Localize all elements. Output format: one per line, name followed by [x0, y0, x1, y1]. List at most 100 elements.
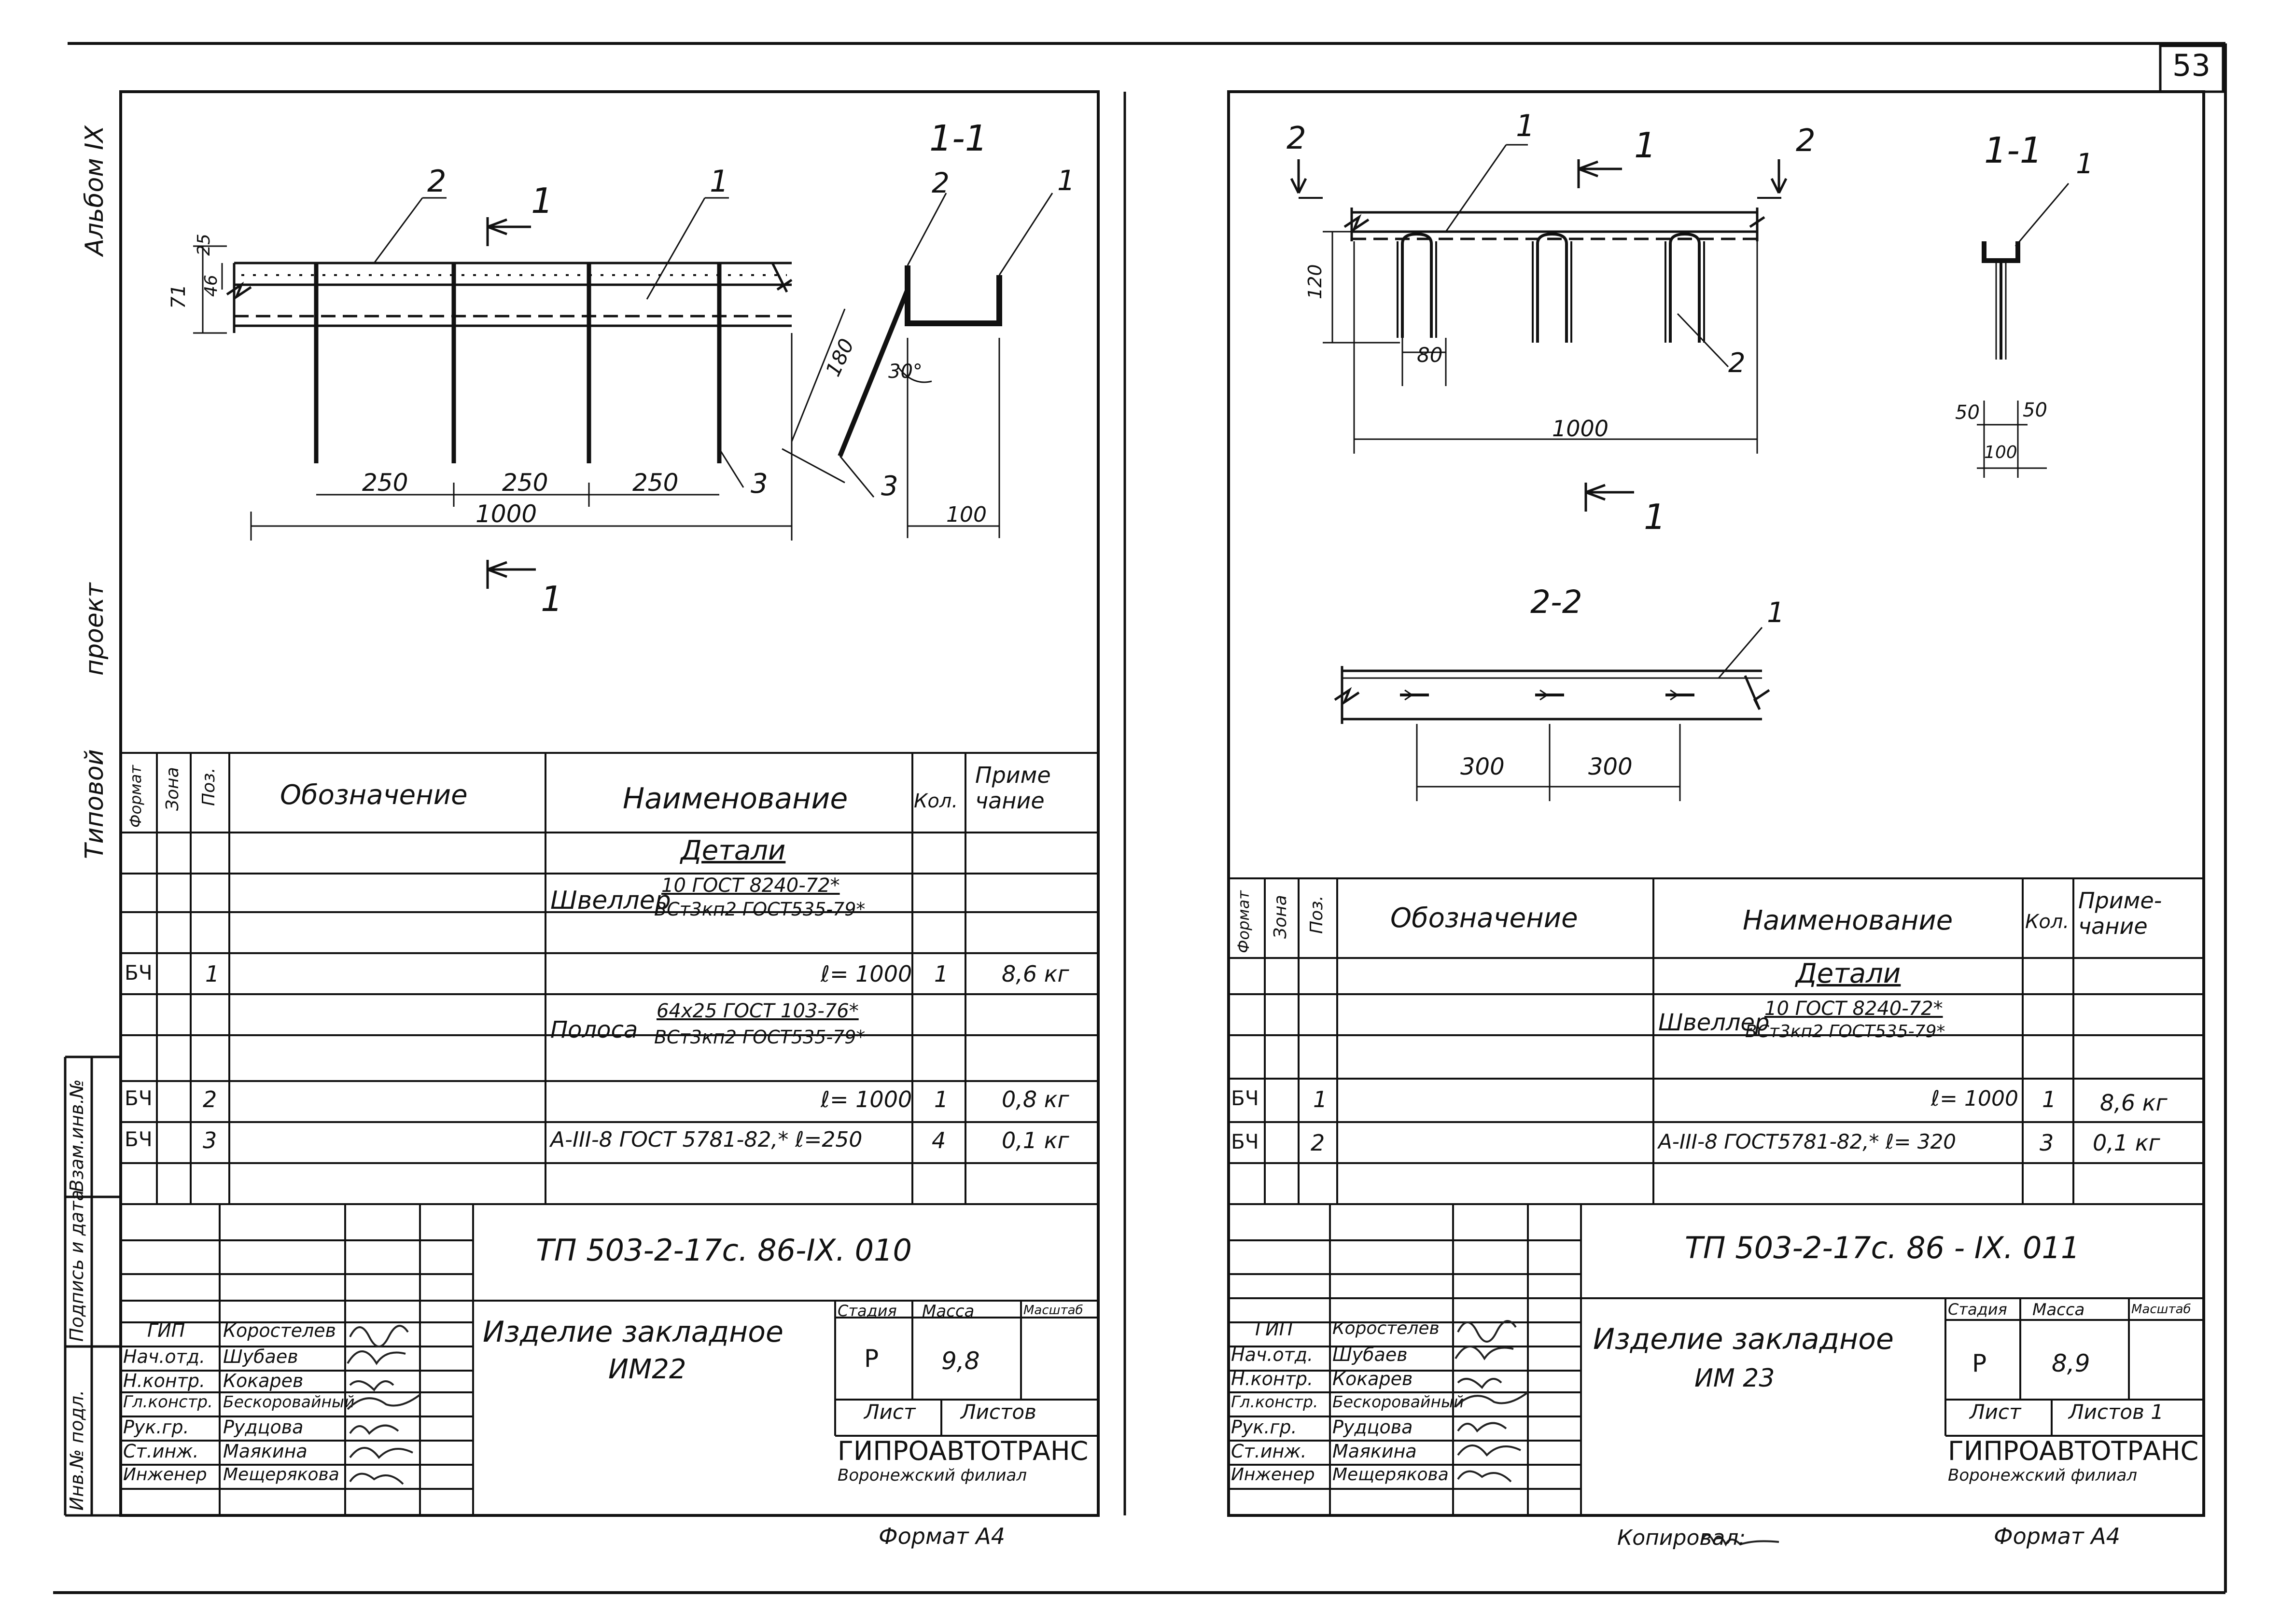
- left-row2-note: 0,8 кг: [1002, 1086, 1069, 1112]
- right-stamp-mass-hdr: Масса: [2032, 1300, 2085, 1319]
- left-row2-name: ℓ= 1000: [821, 1086, 912, 1112]
- left-stamp-mass: 9,8: [941, 1347, 980, 1375]
- right-stamp-stage-hdr: Стадия: [1948, 1300, 2007, 1319]
- left-hdr-note: Приме чание: [975, 762, 1051, 814]
- left-cut-marker-top: 1: [531, 180, 553, 221]
- right-cut2-right: 2: [1796, 123, 1816, 159]
- left-dim-30: 30°: [888, 361, 923, 383]
- right-name-2: Кокарев: [1332, 1368, 1413, 1389]
- right-section-label: 1-1: [1984, 130, 2042, 171]
- right-dim-80: 80: [1417, 343, 1443, 367]
- right-stamp-org: ГИПРОАВТОТРАНС: [1948, 1436, 2199, 1466]
- left-stamp-org: ГИПРОАВТОТРАНС: [838, 1436, 1089, 1466]
- left-hdr-name: Наименование: [623, 782, 848, 816]
- left-row1-note: 8,6 кг: [1002, 961, 1069, 987]
- right-role-3: Гл.констр.: [1231, 1392, 1318, 1411]
- left-role-2: Н.контр.: [123, 1370, 206, 1391]
- right-name-6: Мещерякова: [1332, 1465, 1449, 1485]
- right-row2-note: 0,1 кг: [2093, 1130, 2160, 1156]
- left-role-3: Гл.констр.: [123, 1392, 213, 1412]
- left-pos2-top: 2: [427, 164, 447, 199]
- left-role-0: ГИП: [147, 1320, 185, 1341]
- left-row3-pos: 3: [203, 1127, 217, 1153]
- left-dim-250-a: 250: [362, 469, 408, 497]
- left-dim-1000: 1000: [476, 500, 537, 528]
- right-row2-name: А-III-8 ГОСТ5781-82,* ℓ= 320: [1658, 1130, 1956, 1153]
- right-role-2: Н.контр.: [1231, 1368, 1314, 1389]
- right-row1-pos: 1: [1313, 1086, 1328, 1112]
- left-name-5: Маякина: [223, 1441, 308, 1462]
- right-dim-50-b: 50: [2023, 399, 2047, 421]
- right-row1-name: ℓ= 1000: [1931, 1086, 2019, 1111]
- left-dim-250-b: 250: [502, 469, 548, 497]
- right-hdr-qty: Кол.: [2025, 911, 2070, 933]
- left-row3-qty: 4: [932, 1127, 946, 1153]
- right-pos1-top: 1: [1516, 108, 1535, 143]
- right-stamp-sheet-hdr: Лист: [1970, 1400, 2021, 1424]
- left-row1-pos: 1: [205, 961, 220, 987]
- left-cut-marker-bottom: 1: [541, 579, 563, 619]
- right-stamp-code: ТП 503-2-17с. 86 - IX. 011: [1685, 1230, 2080, 1265]
- right-hdr-name: Наименование: [1743, 905, 1953, 936]
- right-row-channel-name: Швеллер: [1658, 1009, 1770, 1036]
- signature-copier: [1701, 1534, 1779, 1547]
- left-row1-format: БЧ: [125, 961, 153, 985]
- right-stamp-branch: Воронежский филиал: [1948, 1466, 2138, 1485]
- right-dim-100: 100: [1984, 443, 2017, 462]
- right-role-6: Инженер: [1231, 1465, 1315, 1485]
- page-number: 53: [2172, 48, 2210, 83]
- left-role-1: Нач.отд.: [123, 1346, 206, 1367]
- left-row-strip-top: 64х25 ГОСТ 103-76*: [657, 1000, 859, 1022]
- right-row-channel-top: 10 ГОСТ 8240-72*: [1764, 998, 1943, 1020]
- left-name-1: Шубаев: [223, 1346, 298, 1367]
- right-dim-50-a: 50: [1955, 402, 1980, 424]
- right-row1-qty: 1: [2042, 1086, 2056, 1112]
- right-stamp-mass: 8,9: [2052, 1349, 2090, 1377]
- left-stamp-stage: Р: [864, 1345, 879, 1373]
- right-dim-300-a: 300: [1460, 753, 1505, 780]
- footer-format-left: Формат А4: [879, 1523, 1005, 1549]
- right-section2-label: 2-2: [1530, 583, 1582, 621]
- right-cut2-left: 2: [1287, 121, 1306, 156]
- left-hdr-qty: Кол.: [914, 790, 958, 812]
- right-row2-qty: 3: [2040, 1130, 2054, 1156]
- left-row2-qty: 1: [934, 1086, 949, 1112]
- left-role-5: Ст.инж.: [123, 1441, 199, 1462]
- right-role-5: Ст.инж.: [1231, 1441, 1307, 1462]
- left-stamp-title-2: ИМ22: [608, 1354, 686, 1385]
- right-row-channel-bottom: ВСт3кп2 ГОСТ535-79*: [1745, 1022, 1945, 1041]
- left-row-strip-name: Полоса: [550, 1016, 638, 1043]
- right-name-3: Бескоровайный: [1332, 1392, 1464, 1411]
- left-row2-pos: 2: [203, 1086, 217, 1112]
- left-section-pos1: 1: [1057, 164, 1075, 197]
- right-cut-marker-bottom: 1: [1644, 497, 1666, 537]
- signature-right: [1455, 1320, 1529, 1483]
- left-stamp-scale-hdr: Масштаб: [1023, 1303, 1083, 1318]
- left-name-4: Рудцова: [223, 1416, 304, 1438]
- right-dim-1000: 1000: [1552, 416, 1609, 442]
- right-cut-marker-top: 1: [1634, 125, 1656, 166]
- right-role-4: Рук.гр.: [1231, 1416, 1297, 1438]
- left-row3-format: БЧ: [125, 1127, 153, 1151]
- left-stamp-sheet-hdr: Лист: [864, 1400, 916, 1424]
- footer-copied-by: Копировал:: [1617, 1526, 1746, 1550]
- left-stamp-mass-hdr: Масса: [922, 1302, 975, 1321]
- left-row-strip-bottom: ВСт3кп2 ГОСТ535-79*: [654, 1027, 866, 1048]
- right-dim-300-b: 300: [1588, 753, 1633, 780]
- right-role-1: Нач.отд.: [1231, 1344, 1314, 1365]
- left-section-pos2: 2: [932, 167, 950, 199]
- right-section2-pos1: 1: [1767, 596, 1785, 629]
- left-name-3: Бескоровайный: [223, 1392, 355, 1411]
- right-stamp-scale-hdr: Масштаб: [2131, 1302, 2191, 1317]
- left-role-6: Инженер: [123, 1465, 207, 1485]
- right-group-details: Детали: [1796, 958, 1901, 989]
- left-group-details: Детали: [681, 835, 786, 866]
- right-stamp-sheets-hdr: Листов 1: [2069, 1400, 2164, 1424]
- left-stamp-code: ТП 503-2-17с. 86-IX. 010: [536, 1233, 912, 1268]
- right-pos2: 2: [1728, 347, 1746, 379]
- left-pos3-a: 3: [751, 468, 768, 500]
- left-row1-qty: 1: [934, 961, 949, 987]
- right-stamp-stage: Р: [1972, 1349, 1987, 1377]
